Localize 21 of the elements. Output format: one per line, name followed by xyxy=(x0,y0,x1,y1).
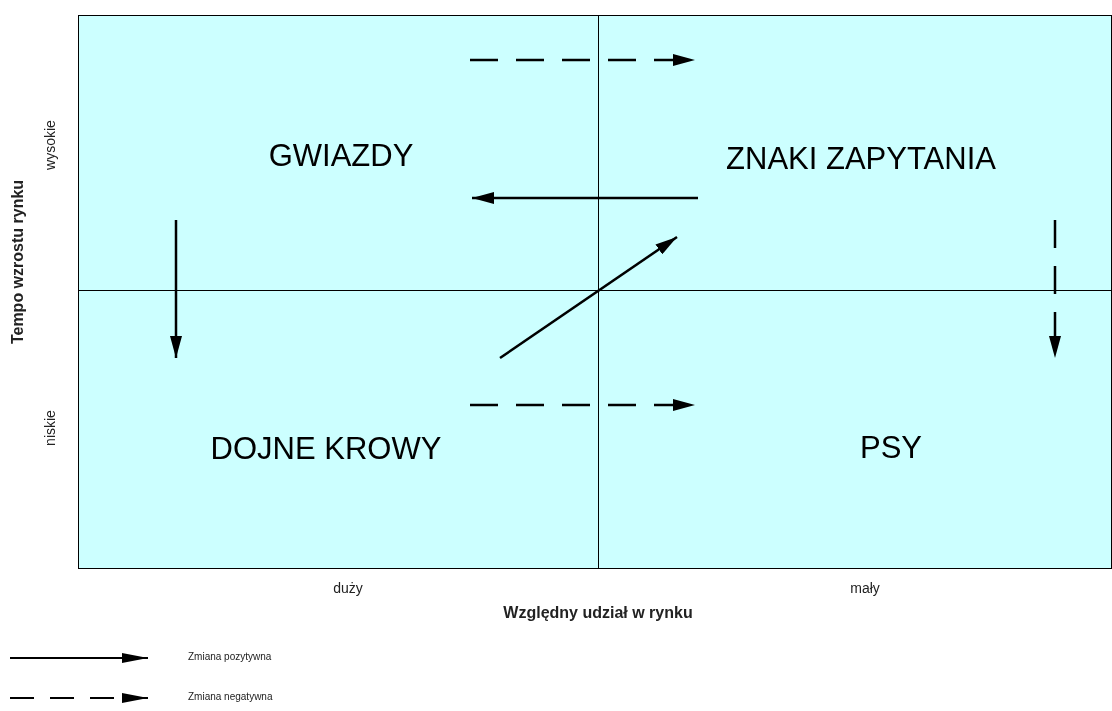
legend-text: Zmiana negatywna xyxy=(188,691,273,702)
arrow xyxy=(470,399,695,411)
quadrant-label: GWIAZDY xyxy=(268,138,414,174)
matrix-quadrant xyxy=(78,290,599,569)
axis-tick-label: mały xyxy=(850,580,880,596)
matrix-quadrant xyxy=(78,15,599,291)
legend-text: Zmiana pozytywna xyxy=(188,651,272,662)
quadrant-label: ZNAKI ZAPYTANIA xyxy=(726,141,996,177)
arrow xyxy=(170,220,182,358)
quadrant-label: DOJNE KROWY xyxy=(210,431,442,467)
axis-title: Względny udział w rynku xyxy=(503,604,693,622)
matrix-quadrant xyxy=(598,290,1112,569)
quadrant-label: PSY xyxy=(860,430,922,466)
axis-tick-label: duży xyxy=(333,580,363,596)
arrow xyxy=(1049,220,1061,358)
axis-title: Tempo wzrostu rynku xyxy=(9,179,27,345)
matrix-quadrant xyxy=(598,15,1112,291)
arrow xyxy=(470,54,695,66)
axis-tick-label: wysokie xyxy=(42,120,58,170)
arrow xyxy=(472,192,698,204)
axis-tick-label: niskie xyxy=(42,410,58,446)
